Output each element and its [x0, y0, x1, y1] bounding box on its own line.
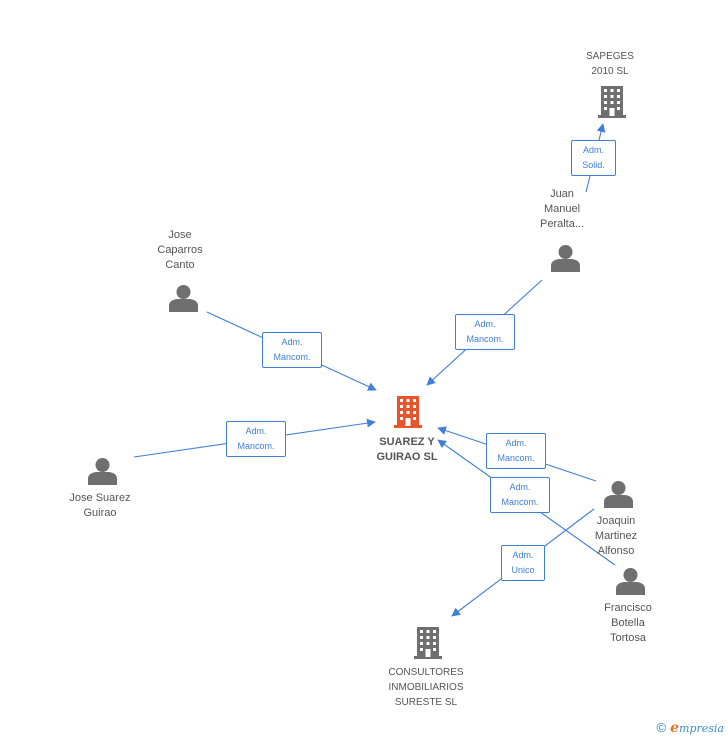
node-label-juan[interactable]: Juan Manuel Peralta... [539, 188, 585, 230]
node-label-francisco[interactable]: Francisco Botella Tortosa [604, 602, 652, 644]
person-icon[interactable] [604, 480, 633, 508]
role-box-joaquin-suarez[interactable]: Adm. Mancom. [486, 433, 546, 469]
person-icon[interactable] [88, 457, 117, 485]
brand-initial: e [670, 720, 680, 736]
node-label-jose-caparros[interactable]: Jose Caparros Canto [157, 229, 203, 271]
node-label-suarez[interactable]: SUAREZ Y GUIRAO SL [376, 436, 438, 463]
role-box-francisco-suarez[interactable]: Adm. Mancom. [490, 477, 550, 513]
node-label-sapeges[interactable]: SAPEGES 2010 SL [586, 51, 634, 77]
building-icon[interactable] [414, 627, 442, 659]
role-box-juan-sapeges[interactable]: Adm. Solid. [571, 140, 616, 176]
node-label-jose-suarez[interactable]: Jose Suarez Guirao [69, 492, 131, 519]
empresia-logo: ©empresia [657, 720, 724, 736]
person-icon[interactable] [616, 567, 645, 595]
building-icon[interactable] [598, 86, 626, 118]
building-icon[interactable] [394, 396, 422, 428]
role-box-josesuarez-suarez[interactable]: Adm. Mancom. [226, 421, 286, 457]
role-box-joaquin-consultores[interactable]: Adm. Unico [501, 545, 545, 581]
node-label-consultores[interactable]: CONSULTORES INMOBILIARIOS SURESTE SL [388, 667, 464, 708]
person-icon[interactable] [551, 244, 580, 272]
role-box-caparros-suarez[interactable]: Adm. Mancom. [262, 332, 322, 368]
brand-name: mpresia [679, 722, 724, 735]
role-box-juan-suarez[interactable]: Adm. Mancom. [455, 314, 515, 350]
person-icon[interactable] [169, 284, 198, 312]
copyright-icon: © [656, 720, 667, 735]
node-label-joaquin[interactable]: Joaquin Martinez Alfonso [594, 515, 638, 557]
